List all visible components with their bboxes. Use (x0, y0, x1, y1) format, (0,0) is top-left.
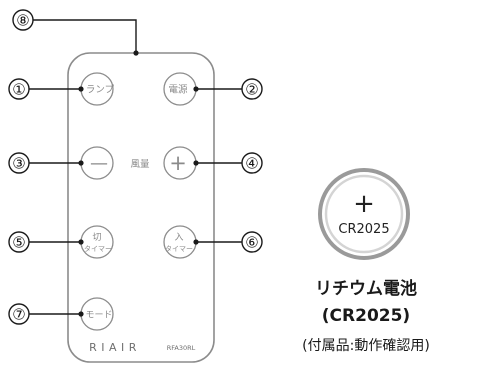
svg-text:+: + (169, 151, 187, 175)
svg-text:電源: 電源 (168, 85, 188, 96)
battery-model-label: CR2025 (338, 222, 389, 237)
svg-text:モード: モード (85, 311, 112, 321)
svg-text:タイマー: タイマー (84, 244, 112, 253)
callout-1: ① (8, 78, 84, 100)
remote-body (67, 52, 215, 363)
callout-7: ⑦ (8, 303, 84, 325)
svg-text:⑥: ⑥ (245, 234, 258, 252)
callout-8: ⑧ (12, 9, 139, 56)
wind-plus-button[interactable]: + (163, 146, 197, 180)
svg-text:⑧: ⑧ (16, 12, 29, 30)
svg-text:④: ④ (245, 155, 258, 173)
svg-text:ランプ: ランプ (86, 85, 115, 96)
svg-text:入: 入 (174, 232, 183, 243)
battery-caption-model: (CR2025) (322, 306, 410, 326)
battery-caption-type: リチウム電池 (315, 278, 417, 299)
callout-3: ③ (8, 152, 84, 174)
mode-button[interactable]: モード (80, 297, 114, 331)
svg-text:③: ③ (12, 155, 25, 173)
battery-caption-note: (付属品:動作確認用) (302, 338, 430, 354)
callout-6: ⑥ (193, 231, 263, 253)
model-number: RFA30RL (167, 344, 196, 352)
svg-text:タイマー: タイマー (165, 244, 193, 253)
wind-minus-button[interactable]: — (80, 146, 114, 180)
svg-text:切: 切 (92, 232, 101, 243)
wind-volume-label: 風量 (130, 159, 150, 170)
callout-4: ④ (193, 152, 263, 174)
on-timer-button[interactable]: 入 タイマー (163, 225, 197, 259)
svg-text:⑤: ⑤ (12, 234, 25, 252)
svg-text:②: ② (245, 81, 258, 99)
svg-text:①: ① (12, 81, 25, 99)
svg-text:⑦: ⑦ (12, 306, 25, 324)
svg-text:—: — (90, 153, 108, 174)
off-timer-button[interactable]: 切 タイマー (80, 225, 114, 259)
coin-battery: + CR2025 (318, 168, 410, 260)
brand-logo: RIAIR (89, 341, 141, 354)
callout-5: ⑤ (8, 231, 84, 253)
battery-plus-symbol: + (353, 189, 375, 219)
callout-2: ② (193, 78, 263, 100)
power-button[interactable]: 電源 (163, 72, 197, 106)
